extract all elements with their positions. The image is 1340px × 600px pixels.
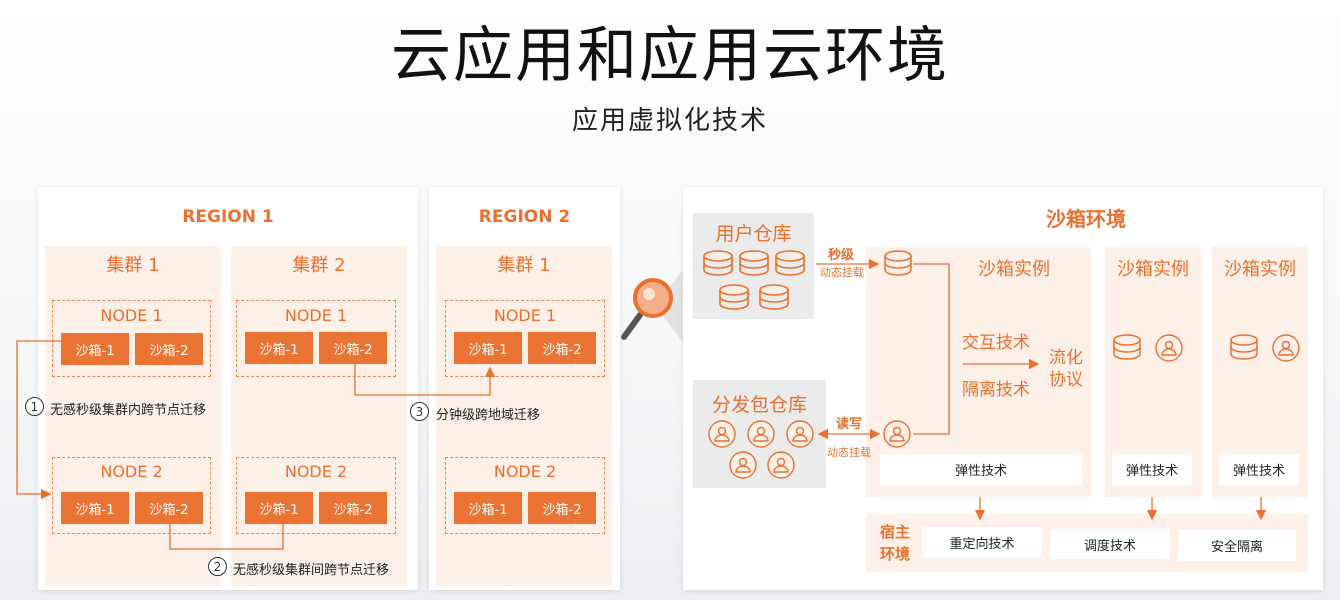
- dist-repo-users: [708, 420, 814, 479]
- node-r2-c1-n2: [445, 457, 605, 534]
- user-repo-title: 用户仓库: [715, 222, 792, 245]
- sandbox-r2-c1-n2-2[interactable]: 沙箱-2: [528, 492, 596, 524]
- cluster-r2-1: [436, 246, 612, 586]
- user-icon: [708, 420, 736, 448]
- sandbox-r1-c2-n1-2[interactable]: 沙箱-2: [319, 332, 387, 364]
- sandbox-r2-c1-n1-2[interactable]: 沙箱-2: [528, 332, 596, 364]
- migration-arrow-1: [16, 340, 61, 500]
- region-2-title: REGION 2: [478, 207, 571, 227]
- page-title: 云应用和应用云环境: [391, 20, 949, 91]
- migration-3-number: 3: [410, 402, 429, 421]
- isolate-tech-label: 隔离技术: [962, 379, 1030, 400]
- database-icon: [719, 284, 749, 310]
- instance-connector: [913, 263, 950, 435]
- node-r1-c1-n2-title: NODE 2: [100, 461, 163, 481]
- node-r1-c2-n1: [236, 300, 396, 377]
- link-dist-main: 读写: [835, 416, 862, 432]
- user-repo-databases: [703, 250, 805, 310]
- migration-arrow-2: [169, 511, 289, 550]
- migration-arrow-3: [354, 364, 496, 396]
- sandbox-r1-c2-n2-2[interactable]: 沙箱-2: [319, 492, 387, 524]
- node-r1-c2-n1-title: NODE 1: [284, 305, 348, 325]
- cluster-r1-1: [45, 246, 221, 586]
- cluster-r1-2-title: 集群 2: [292, 255, 346, 276]
- sandbox-r2-c1-n1-1[interactable]: 沙箱-1: [454, 332, 522, 364]
- user-icon: [729, 451, 757, 479]
- user-icon: [1155, 334, 1183, 362]
- user-icon: [767, 451, 795, 479]
- region-1-title: REGION 1: [182, 207, 274, 227]
- elastic-tech-3: 弹性技术: [1219, 454, 1299, 485]
- host-env-label-2: 环境: [879, 544, 910, 563]
- migration-3-label: 分钟级跨地域迁移: [436, 408, 541, 423]
- page-subtitle: 应用虚拟化技术: [571, 105, 768, 136]
- user-icon: [883, 420, 911, 448]
- sandbox-r1-c1-n2-2[interactable]: 沙箱-2: [135, 492, 203, 524]
- cluster-r1-2: [231, 246, 407, 586]
- dist-repo-title: 分发包仓库: [711, 393, 807, 416]
- elastic-tech-2: 弹性技术: [1112, 454, 1192, 485]
- host-redirect-tech: 重定向技术: [922, 527, 1042, 557]
- node-r2-c1-n1-title: NODE 1: [493, 305, 557, 325]
- elastic-tech-1: 弹性技术: [880, 454, 1082, 485]
- migration-2-number: 2: [208, 557, 227, 576]
- node-r1-c2-n2: [236, 457, 396, 534]
- link-dist-sub: 动态挂载: [827, 446, 871, 459]
- migration-1-label: 无感秒级集群内跨节点迁移: [50, 403, 207, 418]
- node-r2-c1-n1: [445, 300, 605, 377]
- database-icon: [884, 250, 912, 276]
- sandbox-r1-c2-n1-1[interactable]: 沙箱-1: [245, 332, 313, 364]
- database-icon: [1230, 334, 1258, 360]
- user-repo-box: [693, 213, 814, 319]
- database-icon: [759, 284, 789, 310]
- interact-tech-label: 交互技术: [962, 332, 1030, 353]
- database-icon: [1113, 334, 1141, 360]
- migration-2-label: 无感秒级集群间跨节点迁移: [233, 563, 390, 578]
- sandbox-r2-c1-n2-1[interactable]: 沙箱-1: [454, 492, 522, 524]
- node-r1-c1-n1-title: NODE 1: [100, 305, 163, 325]
- user-icon: [786, 420, 814, 448]
- host-env-label-1: 宿主: [879, 522, 910, 541]
- sandbox-instance-2-title: 沙箱实例: [1117, 259, 1189, 280]
- node-r1-c2-n2-title: NODE 2: [284, 461, 348, 481]
- user-icon: [747, 420, 775, 448]
- database-icon: [775, 250, 805, 276]
- sandbox-r1-c1-n1-1[interactable]: 沙箱-1: [61, 333, 129, 365]
- sandbox-r1-c1-n2-1[interactable]: 沙箱-1: [61, 492, 129, 524]
- migration-1-number: 1: [25, 397, 44, 416]
- user-icon: [1272, 334, 1300, 362]
- database-icon: [703, 250, 733, 276]
- database-icon: [739, 250, 769, 276]
- cluster-r1-1-title: 集群 1: [106, 255, 160, 276]
- migration-arrows: [16, 340, 496, 550]
- stream-protocol-label-2: 协议: [1049, 369, 1083, 390]
- sandbox-instance-3-title: 沙箱实例: [1224, 259, 1296, 280]
- host-schedule-tech: 调度技术: [1050, 529, 1170, 559]
- sandbox-r1-c1-n1-2[interactable]: 沙箱-2: [135, 333, 203, 365]
- link-user-main: 秒级: [827, 247, 854, 263]
- host-security-isolation: 安全隔离: [1178, 530, 1296, 561]
- sandbox-env-title: 沙箱环境: [1046, 206, 1126, 231]
- cluster-r2-1-title: 集群 1: [497, 255, 551, 276]
- link-user-sub: 动态挂载: [820, 266, 864, 279]
- magnifier-icon: [621, 259, 692, 355]
- sandbox-env-connectors: [816, 250, 1300, 521]
- sandbox-instance-1-title: 沙箱实例: [978, 259, 1050, 280]
- node-r2-c1-n2-title: NODE 2: [493, 461, 557, 481]
- stream-protocol-label-1: 流化: [1049, 347, 1083, 368]
- node-r1-c1-n1: [52, 300, 211, 377]
- node-r1-c1-n2: [52, 457, 211, 534]
